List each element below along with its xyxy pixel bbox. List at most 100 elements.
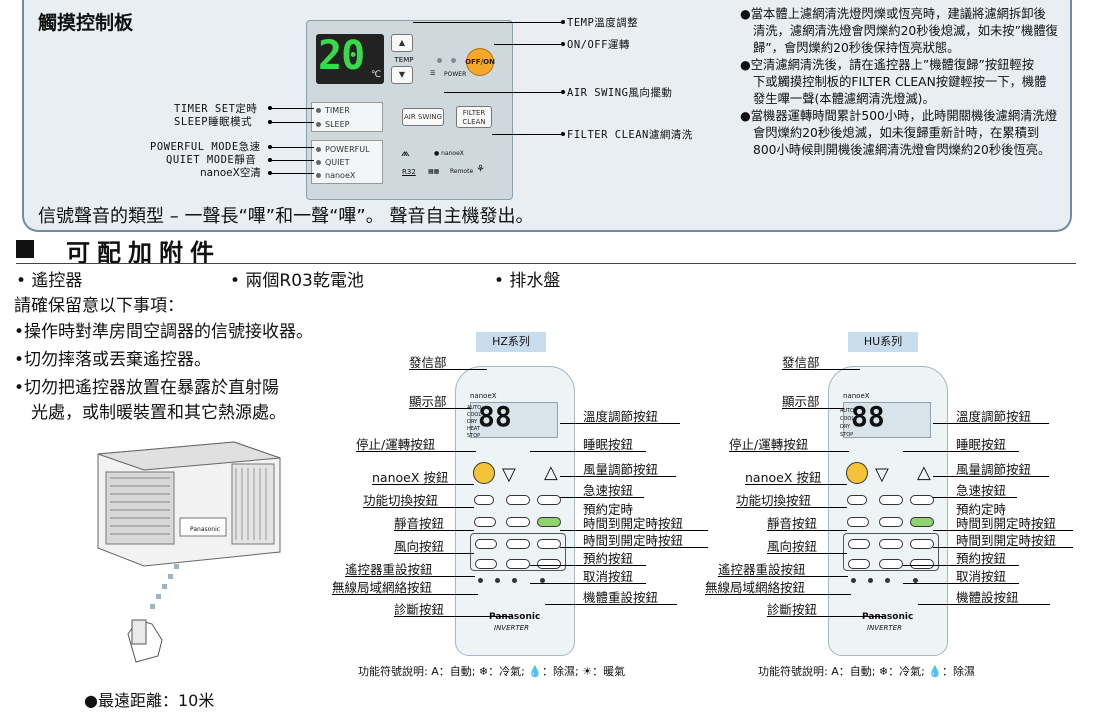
remote-hz-temp-up-icon[interactable]: △	[544, 462, 558, 483]
remote-hu-temp-down-icon[interactable]: ▽	[875, 464, 889, 485]
leader-line	[444, 92, 563, 93]
sleep-row[interactable]: SLEEP	[316, 118, 349, 131]
remote-hz-air-swing-button[interactable]	[475, 539, 497, 549]
remote-hu-powerful-button[interactable]	[910, 517, 934, 527]
remote-hz-quiet-button[interactable]	[506, 517, 530, 527]
remote-hu-ac-reset-button[interactable]	[913, 578, 918, 583]
hz-label-timer: 預約定時	[583, 502, 634, 517]
remote-hu-fan-speed-button[interactable]	[910, 495, 934, 505]
power-led	[451, 58, 456, 63]
max-distance: ●最遠距離：10米	[84, 691, 215, 710]
note-item: ●空清濾網清洗後，請在遙控器上”機體復歸”按鈕輕按 下或觸摸控制板的FILTER…	[740, 58, 1047, 106]
remote-hu-modes: AUTO COOL DRY STOP	[840, 407, 854, 439]
remote-hu-air-swing-button[interactable]	[848, 539, 870, 549]
remote-hu-wifi-button[interactable]	[851, 578, 856, 583]
remote-hz-timer-group	[470, 533, 566, 571]
remote-hz-check-button[interactable]	[512, 578, 517, 583]
remote-hz-cancel-button[interactable]	[506, 559, 530, 569]
remote-hu-timer-group	[843, 533, 939, 571]
eco-icon: ▦▦	[428, 168, 440, 175]
remote-hz-timer-off-button[interactable]	[506, 539, 530, 549]
quiet-row[interactable]: QUIET	[316, 156, 349, 169]
remote-hz-set-button[interactable]	[475, 559, 497, 569]
signal-sound-note: 信號聲音的類型 – 一聲長“嗶”和一聲“嗶”。 聲音自主機發出。	[38, 206, 534, 227]
leader-line	[903, 565, 1019, 566]
nanoex-dot	[316, 173, 321, 178]
sleep-dot	[316, 122, 321, 127]
remote-hu-nanoex-button[interactable]	[847, 495, 867, 505]
remote-hz-timer-on-button[interactable]	[537, 539, 561, 549]
leader-line	[372, 484, 474, 485]
remote-hz-brand: Panasonic	[489, 612, 541, 622]
remote-hu-temp-up-icon[interactable]: △	[917, 462, 931, 483]
remote-hz-nanoex-button[interactable]	[474, 495, 494, 505]
mode-label: COOL	[840, 416, 855, 422]
timer-row[interactable]: TIMER	[316, 104, 350, 117]
remote-control-icon: ⚘	[476, 164, 485, 175]
accessories-title: 可配加附件	[66, 238, 221, 267]
mode-label: HEAT	[467, 426, 481, 432]
hu-label-fan-speed: 風量調節按鈕	[956, 462, 1032, 477]
temp-display-unit: ℃	[371, 70, 382, 80]
temp-up-button[interactable]: ▲	[391, 34, 413, 52]
temp-display-digits: 20	[318, 33, 365, 79]
hu-label-ac-reset: 機體設按鈕	[956, 590, 1019, 605]
leader-dot	[268, 171, 272, 175]
nanoex-row[interactable]: nanoeX	[316, 169, 355, 182]
remote-hz-sleep-button[interactable]	[506, 495, 530, 505]
callout-air-swing: AIR SWING風向擺動	[567, 87, 673, 99]
remote-hz-fan-speed-button[interactable]	[537, 495, 561, 505]
remote-hz-mode-button[interactable]	[474, 517, 496, 527]
remote-hu-timer-on-button[interactable]	[910, 539, 934, 549]
powerful-row[interactable]: POWERFUL	[316, 143, 370, 156]
remote-hz-powerful-button[interactable]	[537, 517, 561, 527]
leader-line	[268, 173, 314, 174]
remote-hu-brand: Panasonic	[862, 612, 914, 622]
remote-hz-reset-button[interactable]	[495, 578, 500, 583]
mode-label: AUTO	[840, 408, 855, 414]
remote-hu-reset-button[interactable]	[868, 578, 873, 583]
section-divider	[16, 263, 1076, 264]
notice-item: •操作時對準房間空調器的信號接收器。	[14, 322, 314, 342]
leader-line	[705, 594, 851, 595]
temp-down-button[interactable]: ▼	[391, 66, 413, 84]
nanoex-logo: ● nanoeX	[434, 150, 464, 157]
leader-dot	[268, 158, 272, 162]
leader-line	[409, 369, 487, 370]
remote-hz-modes: AUTO COOL DRY HEAT STOP	[467, 405, 481, 440]
hu-label-temp: 溫度調節按鈕	[956, 409, 1032, 424]
remote-hu-check-button[interactable]	[885, 578, 890, 583]
remote-hu-timer-off-button[interactable]	[879, 539, 903, 549]
remote-hz-temp-down-icon[interactable]: ▽	[502, 464, 516, 485]
remote-hz-off-on-button[interactable]	[473, 462, 495, 484]
hu-label-off-on: 停止/運轉按鈕	[729, 437, 809, 452]
off-on-button[interactable]: OFF/ON	[465, 48, 495, 76]
remote-hu-lcd-digits: 88	[851, 400, 885, 433]
remote-hu-mode-button[interactable]	[847, 517, 869, 527]
powerful-label: POWERFUL	[325, 145, 370, 154]
quiet-label: QUIET	[325, 158, 350, 167]
remote-hu-sleep-button[interactable]	[879, 495, 903, 505]
filter-clean-button[interactable]: FILTER CLEAN	[456, 106, 492, 128]
remote-hu-off-on-button[interactable]	[846, 462, 868, 484]
hz-label-powerful: 急速按鈕	[583, 483, 634, 498]
temp-display	[316, 34, 384, 84]
hz-label-display: 顯示部	[409, 394, 447, 409]
hz-footnote: 功能符號說明: A：自動; ❄：冷氣; 💧：除濕; ☀：暖氣	[358, 665, 626, 678]
remote-hu-cancel-button[interactable]	[879, 559, 903, 569]
leader-line	[933, 476, 1049, 477]
hz-label-ac-reset: 機體重設按鈕	[583, 590, 659, 605]
hu-label-timer-off: 時間到開定時按鈕	[956, 533, 1057, 548]
hu-label-air-swing: 風向按鈕	[767, 539, 818, 554]
remote-hz-wifi-button[interactable]	[478, 578, 483, 583]
leader-dot	[561, 42, 565, 46]
air-swing-button[interactable]: AIR SWING	[402, 108, 444, 126]
remote-hu-quiet-button[interactable]	[879, 517, 903, 527]
remote-hz-inverter: INVERTER	[494, 624, 529, 632]
leader-line	[363, 507, 474, 508]
remote-hz-set2-button[interactable]	[537, 559, 561, 569]
remote-hu-set2-button[interactable]	[910, 559, 934, 569]
remote-hu-set-button[interactable]	[848, 559, 870, 569]
leader-line	[530, 583, 646, 584]
remote-hz-ac-reset-button[interactable]	[540, 578, 545, 583]
